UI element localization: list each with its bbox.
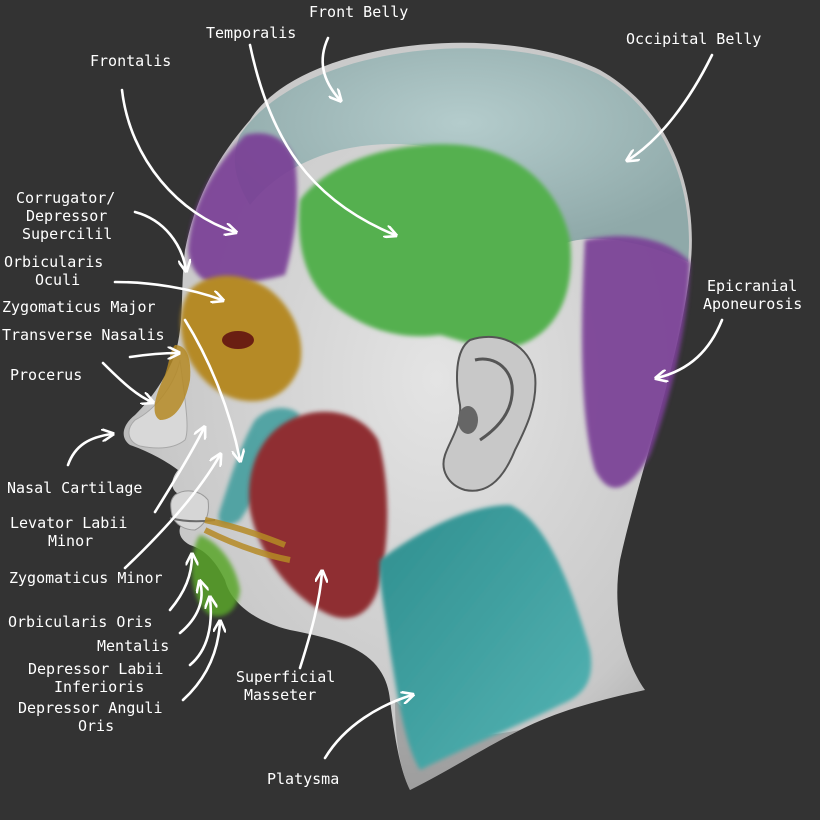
label-zygomaticus-major: Zygomaticus Major — [2, 298, 156, 316]
arrow-occipital — [628, 53, 714, 160]
label-corrugator-2: Depressor — [26, 207, 107, 225]
label-front-belly: Front Belly — [309, 3, 408, 21]
arrow-depressor-anguli — [181, 622, 220, 702]
occipital-muscle — [582, 236, 690, 488]
arrow-levator-labii — [153, 428, 204, 514]
ear — [442, 335, 537, 492]
arrow-mentalis — [178, 582, 202, 635]
arrow-zygomaticus-minor — [123, 455, 220, 570]
label-depressor-anguli-2: Oris — [78, 717, 114, 735]
label-orbicularis-oculi-2: Oculi — [35, 271, 80, 289]
platysma-muscle — [379, 505, 592, 770]
arrow-depressor-labii — [188, 598, 211, 667]
arrow-nasal-cartilage — [66, 434, 112, 467]
label-corrugator-3: Supercilil — [22, 225, 112, 243]
arrow-frontalis — [120, 88, 235, 232]
label-procerus: Procerus — [10, 366, 82, 384]
label-orbicularis-oculi-1: Orbicularis — [4, 253, 103, 271]
annotation-arrows — [66, 36, 724, 760]
arrow-corrugator — [133, 210, 186, 270]
eye-opening — [222, 331, 254, 349]
arrow-epicranial — [657, 318, 724, 378]
lips — [170, 490, 209, 531]
arrow-front-belly — [321, 36, 340, 100]
label-platysma: Platysma — [267, 770, 339, 788]
arrow-orbicularis-oculi — [113, 280, 222, 300]
label-epicranial-2: Aponeurosis — [703, 295, 802, 313]
label-depressor-labii-2: Inferioris — [54, 678, 144, 696]
label-epicranial-1: Epicranial — [707, 277, 797, 295]
arrow-temporalis — [248, 43, 395, 235]
arrow-superficial-masseter — [298, 572, 322, 670]
label-orbicularis-oris: Orbicularis Oris — [8, 613, 153, 631]
levator-strands — [203, 517, 291, 563]
label-zygomaticus-minor: Zygomaticus Minor — [9, 569, 163, 587]
label-transverse-nasalis: Transverse Nasalis — [2, 326, 165, 344]
label-mentalis: Mentalis — [97, 637, 169, 655]
temporalis-muscle — [299, 144, 571, 347]
label-corrugator-1: Corrugator/ — [16, 189, 115, 207]
label-depressor-anguli-1: Depressor Anguli — [18, 699, 163, 717]
label-superficial-1: Superficial — [236, 668, 335, 686]
arrow-procerus — [101, 361, 152, 402]
arrow-orbicularis-oris — [168, 555, 192, 612]
labels: Front Belly Temporalis Occipital Belly F… — [2, 3, 802, 788]
label-levator-1: Levator Labii — [10, 514, 127, 532]
label-nasal-cartilage: Nasal Cartilage — [7, 479, 142, 497]
label-levator-2: Minor — [48, 532, 93, 550]
label-depressor-labii-1: Depressor Labii — [28, 660, 163, 678]
procerus-muscle — [154, 345, 191, 420]
masseter-muscle — [249, 411, 388, 619]
label-occipital-belly: Occipital Belly — [626, 30, 761, 48]
arrow-transverse-nasalis — [128, 353, 178, 357]
arrow-platysma — [323, 695, 412, 760]
arrow-zygomaticus-major — [183, 318, 240, 460]
label-superficial-2: Masseter — [244, 686, 316, 704]
label-temporalis: Temporalis — [206, 24, 296, 42]
label-frontalis: Frontalis — [90, 52, 171, 70]
frontalis-muscle — [188, 133, 297, 285]
